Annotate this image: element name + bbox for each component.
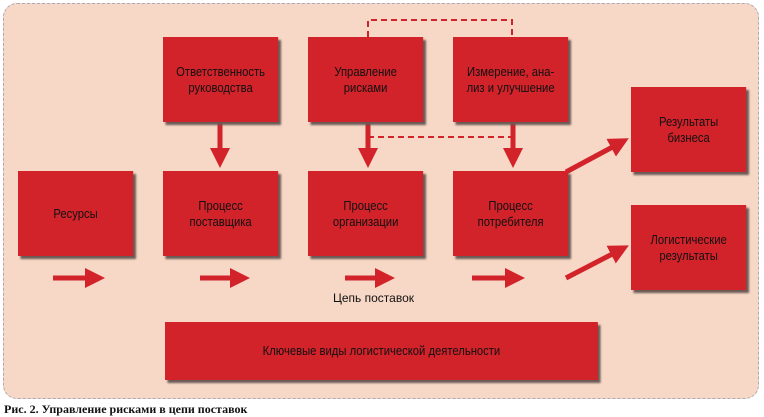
arrow-to-business	[564, 138, 629, 175]
box-label: Ключевые виды логистической деятельности	[262, 344, 501, 358]
box-label: Результаты бизнеса	[658, 114, 719, 145]
box-key-activities: Ключевые виды логистической деятельности	[165, 322, 598, 380]
box-label: Ресурсы	[53, 206, 98, 221]
arrow-to-logistic	[564, 245, 629, 281]
box-business-results: Результаты бизнеса	[631, 87, 747, 172]
box-organization-process: Процесс организации	[308, 171, 424, 256]
box-logistic-results: Логистические результаты	[631, 205, 747, 290]
box-consumer-process: Процесс потребителя	[453, 171, 569, 256]
box-label: Управление рисками	[334, 64, 397, 95]
supply-chain-label: Цепь поставок	[333, 291, 415, 305]
feedback-dashed-lines	[367, 19, 513, 138]
box-label: Процесс потребителя	[477, 198, 544, 229]
box-measurement: Измерение, ана- лиз и улучшение	[453, 37, 569, 122]
box-resources: Ресурсы	[18, 171, 134, 256]
figure-caption: Рис. 2. Управление рисками в цепи постав…	[4, 402, 248, 416]
box-supplier-process: Процесс поставщика	[163, 171, 279, 256]
box-label: Процесс организации	[332, 198, 399, 229]
box-label: Логистические результаты	[650, 232, 727, 263]
box-risk-management: Управление рисками	[308, 37, 424, 122]
box-label: Измерение, ана- лиз и улучшение	[466, 64, 555, 95]
box-label: Ответственность руководства	[176, 64, 266, 95]
box-management-responsibility: Ответственность руководства	[163, 37, 279, 122]
box-label: Процесс поставщика	[189, 198, 252, 229]
